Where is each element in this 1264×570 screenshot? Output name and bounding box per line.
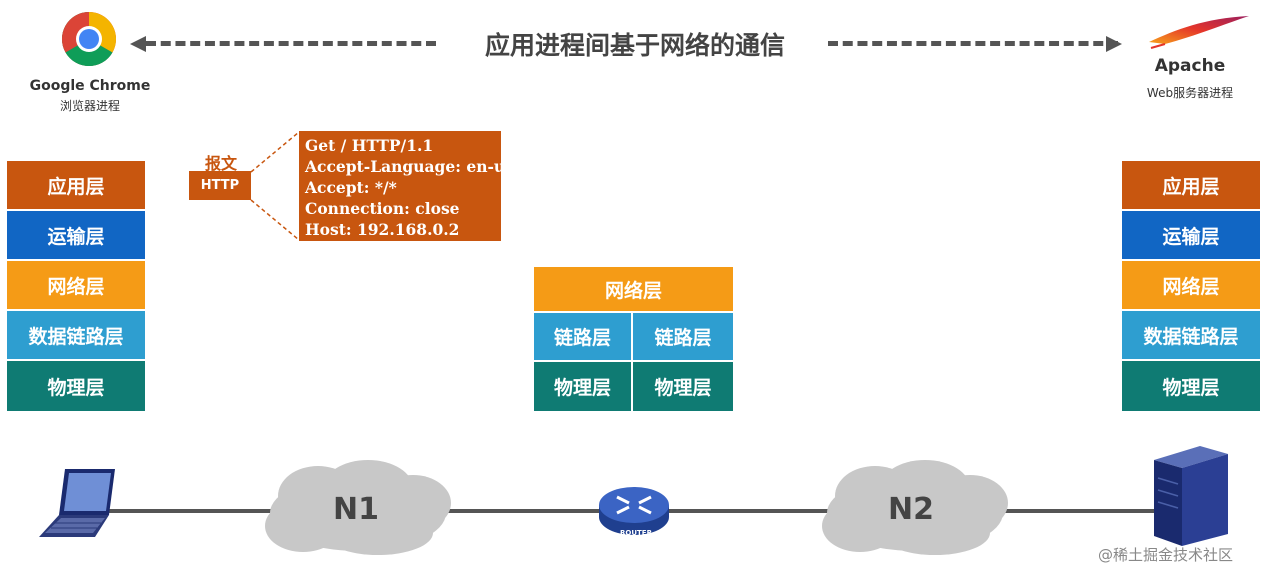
laptop-icon — [39, 469, 115, 537]
router-layer-link-left: 链路层 — [534, 313, 633, 362]
router-layer-physical-right: 物理层 — [633, 362, 733, 411]
client-layer-datalink: 数据链路层 — [7, 311, 145, 361]
message-line: Host: 192.168.0.2 — [305, 220, 460, 239]
client-layer-network: 网络层 — [7, 261, 145, 311]
server-icon — [1154, 446, 1228, 546]
message-line: Connection: close — [305, 199, 460, 218]
message-connector-lines — [250, 131, 300, 241]
cloud-n1-icon — [265, 460, 451, 555]
server-layer-transport: 运输层 — [1122, 211, 1260, 261]
server-layer-application: 应用层 — [1122, 161, 1260, 211]
message-label: 报文 — [205, 154, 238, 173]
network-n2-label: N2 — [888, 492, 934, 527]
server-layer-physical: 物理层 — [1122, 361, 1260, 411]
message-line: Accept: */* — [305, 178, 397, 197]
client-sub: 浏览器进程 — [59, 99, 120, 113]
router-icon — [599, 487, 669, 535]
router-layer-physical-left: 物理层 — [534, 362, 633, 411]
client-name: Google Chrome — [29, 78, 151, 94]
diagram-title: 应用进程间基于网络的通信 — [484, 31, 785, 60]
message-line: Accept-Language: en-us — [305, 157, 514, 176]
router-layer-link-right: 链路层 — [633, 313, 733, 362]
server-layer-network: 网络层 — [1122, 261, 1260, 311]
router-layer-network: 网络层 — [534, 267, 733, 313]
server-name: Apache — [1154, 56, 1226, 76]
client-layer-application: 应用层 — [7, 161, 145, 211]
client-layer-physical: 物理层 — [7, 361, 145, 411]
router-label: ROUTER — [620, 529, 652, 537]
arrow-left-head — [130, 36, 146, 52]
http-box: HTTP — [189, 171, 251, 200]
arrow-right-head — [1106, 36, 1122, 52]
http-message-box: Get / HTTP/1.1 Accept-Language: en-us Ac… — [299, 131, 514, 241]
dashed-line-right — [828, 41, 1118, 46]
chrome-logo-icon — [61, 11, 117, 67]
cloud-n2-icon — [822, 460, 1008, 555]
network-n1-label: N1 — [333, 492, 379, 527]
message-line: Get / HTTP/1.1 — [305, 136, 434, 155]
server-layer-datalink: 数据链路层 — [1122, 311, 1260, 361]
client-layer-transport: 运输层 — [7, 211, 145, 261]
dashed-line-left — [146, 41, 436, 46]
server-sub: Web服务器进程 — [1146, 86, 1234, 100]
watermark: @稀土掘金技术社区 — [1098, 546, 1234, 564]
apache-feather-icon — [1149, 16, 1249, 49]
